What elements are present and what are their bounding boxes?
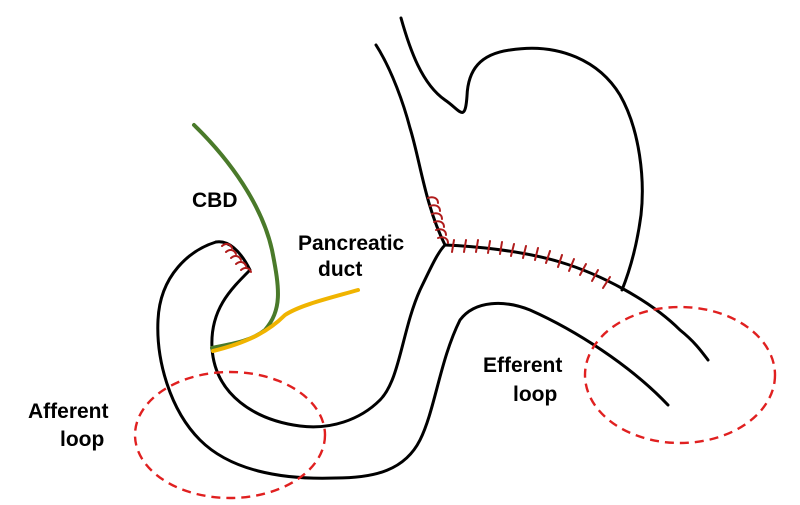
efferent-loop-label-line2: loop bbox=[513, 383, 557, 406]
cbd-duct bbox=[192, 123, 280, 350]
pancreatic-duct-label-line2: duct bbox=[318, 258, 362, 281]
efferent-loop-marker bbox=[583, 305, 777, 445]
pancreatic-duct bbox=[211, 288, 360, 353]
afferent-outer-wall bbox=[156, 240, 338, 480]
stomach bbox=[374, 16, 644, 292]
jejunum-upper-wall bbox=[443, 243, 710, 362]
afferent-loop-label-line1: Afferent bbox=[28, 400, 109, 423]
afferent-loop-marker bbox=[133, 370, 327, 500]
cbd-label: CBD bbox=[192, 189, 238, 212]
stomach-greater-curvature bbox=[399, 16, 644, 292]
esophagus-left-wall bbox=[374, 43, 447, 247]
efferent-loop-label-line1: Efferent bbox=[483, 354, 562, 377]
pancreatic-duct-label-line1: Pancreatic bbox=[298, 232, 405, 255]
jejunum-lower-wall bbox=[210, 243, 447, 429]
stump-sutures bbox=[221, 242, 252, 273]
jejunum-efferent-lower-wall bbox=[334, 301, 670, 480]
anastomosis-sutures bbox=[451, 239, 611, 289]
afferent-loop-label-line2: loop bbox=[60, 428, 104, 451]
esophageal-sutures bbox=[427, 196, 449, 244]
